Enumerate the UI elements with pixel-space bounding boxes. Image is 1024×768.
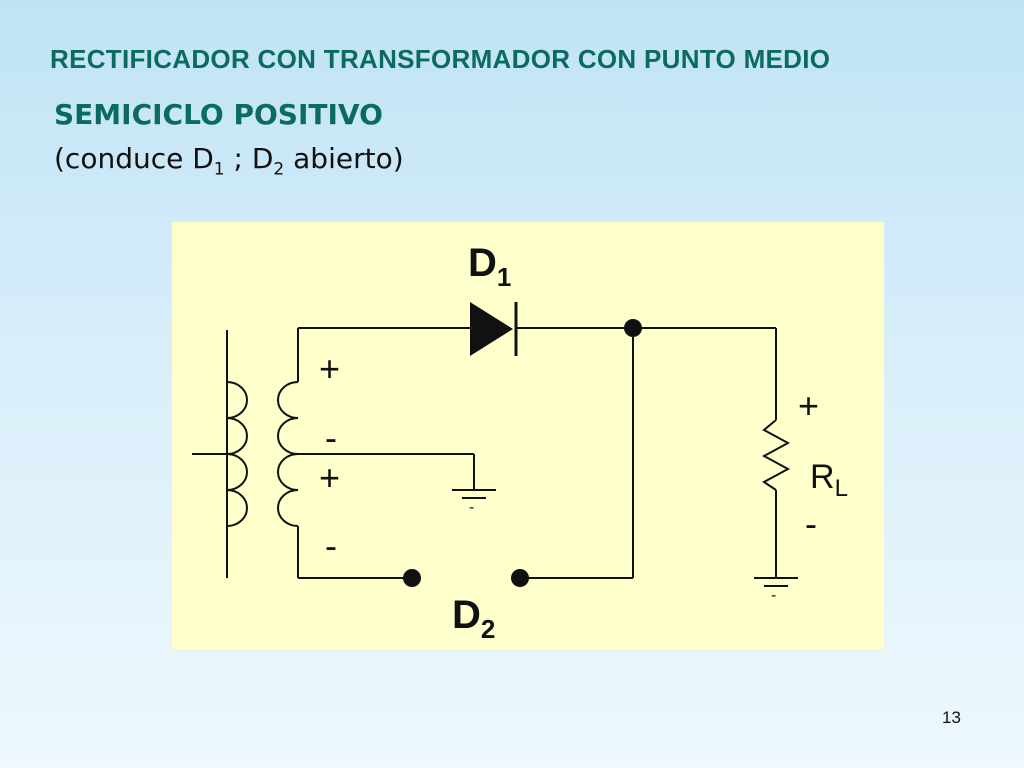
- rl-plus-sign: +: [798, 385, 819, 426]
- junction-node: [624, 319, 642, 337]
- d1-label: D1: [468, 241, 511, 292]
- note-sub-2: 2: [273, 159, 285, 180]
- rl-minus-sign: -: [805, 503, 817, 544]
- rl-zigzag: [761, 419, 791, 491]
- primary-coil: [226, 381, 248, 527]
- note-prefix: (conduce D: [54, 142, 214, 175]
- d2-label: D2: [452, 593, 495, 644]
- note-suffix: abierto): [284, 142, 404, 175]
- d2-open-terminal-right: [511, 569, 529, 587]
- note-sub-1: 1: [213, 159, 225, 180]
- note-middle: ; D: [224, 142, 274, 175]
- d1-sub: 1: [497, 262, 511, 292]
- secondary-lower-plus: +: [319, 457, 340, 498]
- ground-right-mark: -: [771, 587, 776, 604]
- conduction-note: (conduce D1 ; D2 abierto): [54, 142, 404, 180]
- secondary-coil: [277, 381, 299, 527]
- secondary-lower-minus: -: [325, 525, 337, 566]
- secondary-upper-minus: -: [325, 417, 337, 458]
- ground-left-mark: -: [469, 499, 474, 516]
- rl-label: RL: [810, 458, 848, 502]
- page-number: 13: [942, 708, 961, 727]
- d2-open-terminal-left: [403, 569, 421, 587]
- rl-sub: L: [835, 475, 848, 502]
- d1-diode-triangle: [470, 302, 513, 356]
- slide-title: RECTIFICADOR CON TRANSFORMADOR CON PUNTO…: [50, 44, 831, 74]
- slide-subtitle: SEMICICLO POSITIVO: [54, 98, 383, 131]
- secondary-upper-plus: +: [319, 348, 340, 389]
- d2-sub: 2: [481, 614, 495, 644]
